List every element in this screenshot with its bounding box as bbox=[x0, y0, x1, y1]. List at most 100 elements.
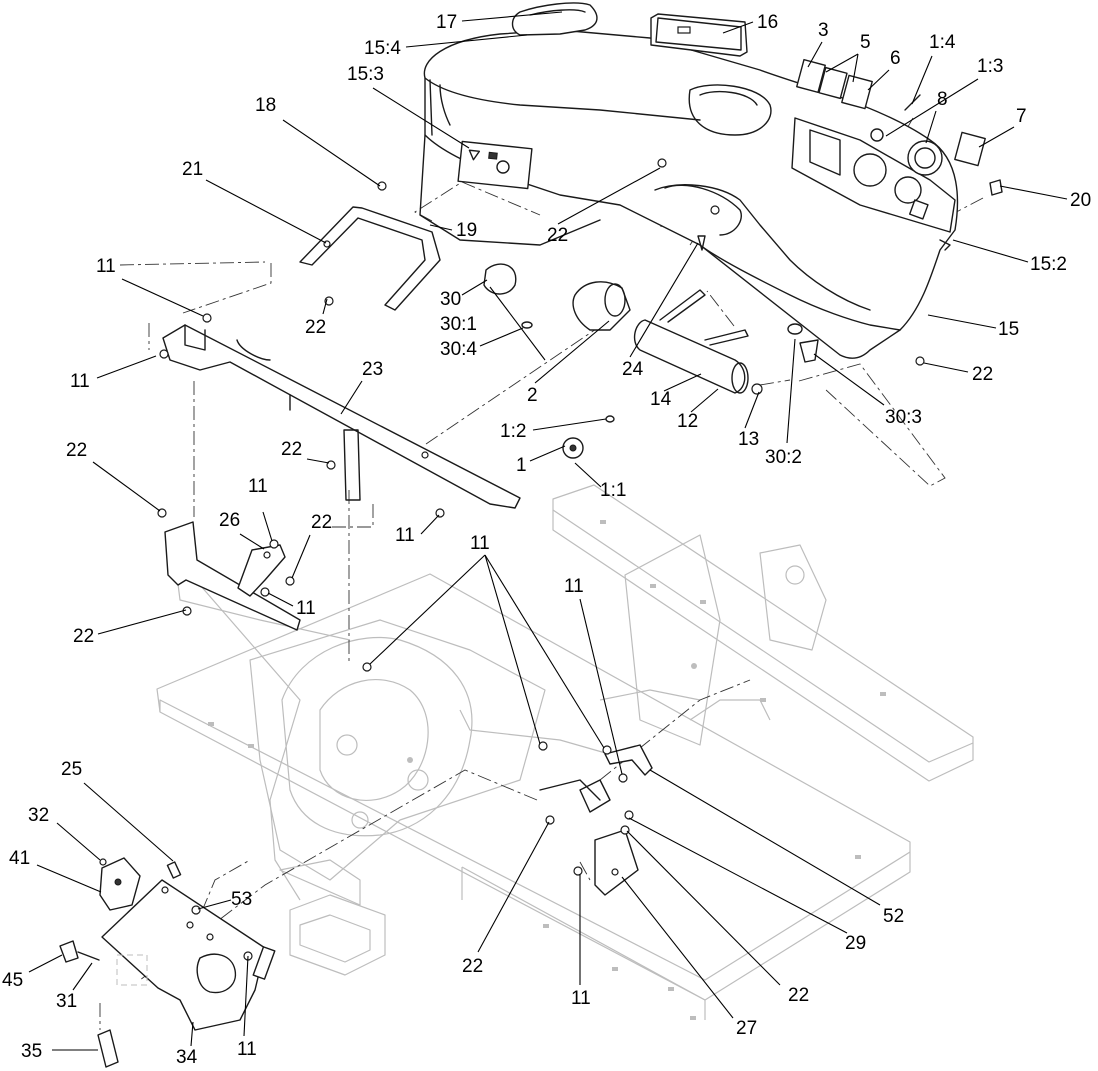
frame-ghost bbox=[156, 484, 974, 1020]
callout-label: 22 bbox=[281, 439, 302, 460]
callout-label: 11 bbox=[70, 371, 90, 392]
leader-line bbox=[534, 320, 610, 384]
console-shroud bbox=[419, 2, 959, 359]
leader-line bbox=[825, 53, 859, 73]
leader-line bbox=[489, 286, 546, 361]
callout-label: 14 bbox=[650, 389, 672, 410]
leader-line bbox=[574, 462, 602, 488]
callout-label: 6 bbox=[890, 48, 901, 69]
leader-line bbox=[461, 279, 488, 296]
leader-line bbox=[978, 126, 1015, 148]
callout-label: 22 bbox=[788, 985, 809, 1006]
switch-group bbox=[483, 58, 1003, 459]
bracket-26 bbox=[237, 544, 286, 597]
leader-line bbox=[97, 609, 187, 635]
leader-line bbox=[72, 962, 93, 991]
leader-line bbox=[927, 314, 997, 329]
leader-line bbox=[626, 830, 781, 986]
leader-line bbox=[807, 41, 823, 68]
leader-line bbox=[197, 899, 232, 910]
leader-line bbox=[952, 239, 1029, 263]
leader-line bbox=[96, 355, 157, 379]
leader-line bbox=[369, 554, 486, 665]
callout-label: 22 bbox=[311, 512, 332, 533]
leader-line bbox=[479, 327, 524, 347]
hardware bbox=[157, 158, 925, 915]
leader-line bbox=[649, 769, 881, 906]
callout-label: 34 bbox=[176, 1047, 198, 1068]
leader-line bbox=[340, 380, 363, 415]
callout-label: 11 bbox=[564, 576, 584, 597]
leader-line bbox=[529, 445, 566, 462]
bracket-19 bbox=[299, 206, 441, 311]
leader-line bbox=[484, 554, 605, 749]
callout-label: 8 bbox=[937, 89, 948, 110]
callout-label: 18 bbox=[255, 95, 276, 116]
callout-label: 21 bbox=[182, 159, 203, 180]
callout-label: 20 bbox=[1070, 190, 1091, 211]
leader-line bbox=[999, 185, 1068, 200]
callout-label: 1:1 bbox=[600, 480, 626, 501]
leader-line bbox=[557, 167, 661, 225]
leader-line bbox=[121, 278, 204, 317]
callout-label: 30:1 bbox=[440, 314, 477, 335]
leader-line bbox=[885, 78, 979, 137]
callout-label: 23 bbox=[362, 359, 383, 380]
leader-line bbox=[92, 461, 161, 512]
callout-label: 15 bbox=[998, 319, 1019, 340]
leader-line bbox=[744, 391, 760, 429]
leader-line bbox=[911, 55, 933, 105]
leader-line bbox=[628, 817, 848, 934]
center-brackets bbox=[539, 744, 653, 896]
callout-label: 16 bbox=[757, 12, 778, 33]
leader-line bbox=[579, 598, 623, 775]
leader-line bbox=[291, 534, 311, 579]
leader-line bbox=[429, 224, 453, 231]
callout-label: 11 bbox=[248, 476, 268, 497]
callout-label: 11 bbox=[395, 525, 415, 546]
leader-line bbox=[239, 533, 265, 550]
leader-line bbox=[484, 554, 541, 745]
callout-label: 12 bbox=[677, 411, 698, 432]
foot-plate-assembly bbox=[59, 857, 276, 1068]
callout-label: 13 bbox=[738, 429, 759, 450]
callout-label: 30 bbox=[440, 289, 461, 310]
callout-label: 53 bbox=[231, 889, 252, 910]
leader-line bbox=[532, 418, 607, 431]
callout-label: 1:2 bbox=[500, 421, 526, 442]
callout-label: 22 bbox=[972, 364, 993, 385]
leader-line bbox=[925, 110, 937, 144]
callout-label: 29 bbox=[845, 933, 866, 954]
leader-line bbox=[852, 53, 859, 83]
leader-line bbox=[56, 822, 101, 861]
callout-label: 32 bbox=[28, 805, 49, 826]
leader-line bbox=[372, 87, 470, 149]
callout-label: 22 bbox=[462, 956, 483, 977]
leader-line bbox=[690, 388, 719, 413]
leader-line bbox=[83, 782, 174, 862]
callout-label: 17 bbox=[436, 12, 457, 33]
callout-label: 22 bbox=[66, 440, 87, 461]
callout-label: 30:3 bbox=[885, 407, 922, 428]
callout-label: 11 bbox=[470, 533, 490, 554]
warning-decal bbox=[457, 140, 533, 190]
callout-label: 15:3 bbox=[347, 64, 384, 85]
callout-label: 25 bbox=[61, 759, 82, 780]
crossbar-23 bbox=[162, 324, 521, 509]
callout-label: 31 bbox=[56, 991, 77, 1012]
leader-line bbox=[786, 338, 796, 444]
leader-line bbox=[190, 1021, 194, 1047]
callout-label: 26 bbox=[219, 510, 240, 531]
callout-label: 7 bbox=[1016, 106, 1027, 127]
callout-label: 52 bbox=[883, 906, 904, 927]
leader-line bbox=[267, 592, 294, 607]
callout-label: 24 bbox=[622, 359, 644, 380]
leader-line bbox=[461, 11, 563, 22]
leader-line bbox=[923, 362, 969, 373]
callout-label: 15:2 bbox=[1030, 254, 1067, 275]
leader-line bbox=[243, 955, 249, 1037]
leader-line bbox=[867, 69, 890, 91]
leader-line bbox=[322, 298, 328, 315]
